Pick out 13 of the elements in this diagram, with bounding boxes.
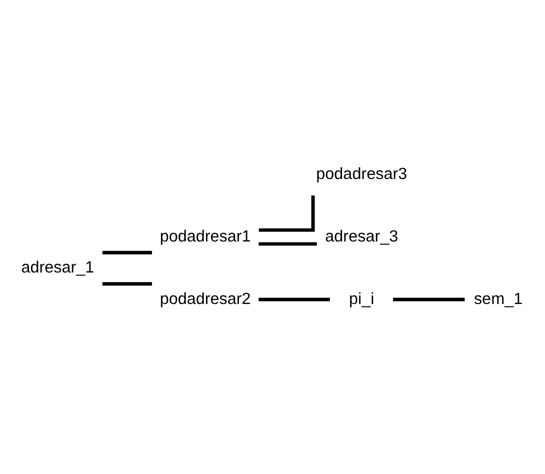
connector bbox=[258, 242, 317, 246]
node-text: podadresar1 bbox=[160, 227, 251, 246]
node-text: pi_i bbox=[349, 290, 374, 308]
node-text: podadresar3 bbox=[316, 164, 408, 183]
node-text: adresar_1 bbox=[21, 258, 94, 277]
connector bbox=[258, 196, 315, 232]
node-text: adresar_3 bbox=[325, 227, 398, 246]
connector bbox=[258, 298, 330, 302]
node-text: sem_1 bbox=[474, 290, 523, 308]
connector bbox=[102, 250, 152, 254]
connector bbox=[102, 282, 152, 286]
node-text: podadresar2 bbox=[160, 290, 251, 308]
connector bbox=[393, 298, 465, 302]
